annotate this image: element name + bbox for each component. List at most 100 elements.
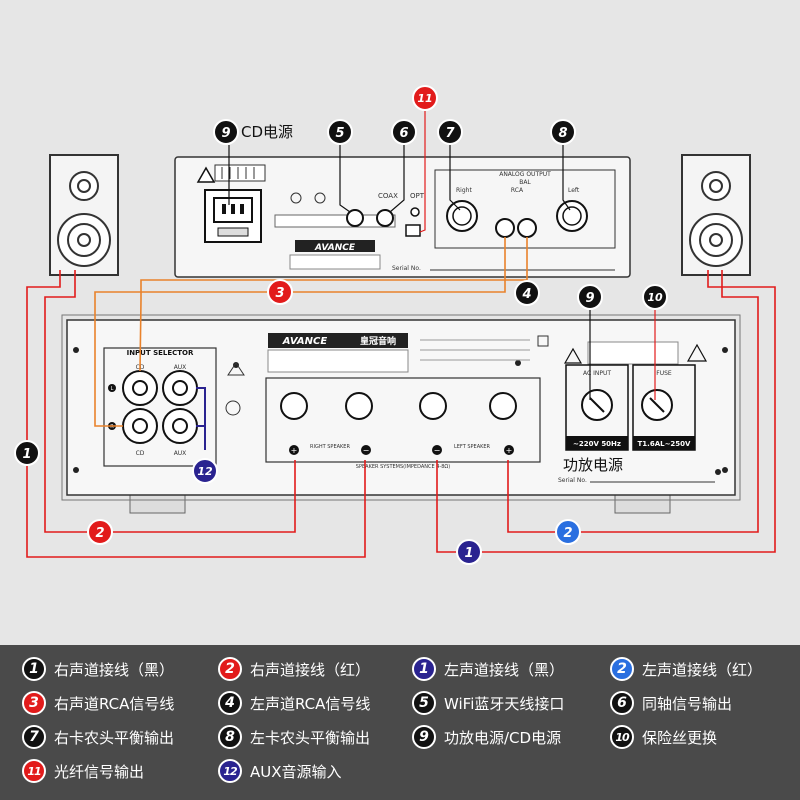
wire-left-red <box>507 270 759 533</box>
callout-11: 11 <box>412 85 438 111</box>
cd-power-label: CD电源 <box>241 123 293 141</box>
wire-right-black <box>26 270 366 558</box>
voltage-label: ~220V 50Hz <box>573 440 621 448</box>
svg-text:7: 7 <box>445 126 455 141</box>
callout-2-left-red: 2 <box>555 519 581 545</box>
svg-text:L: L <box>111 386 114 392</box>
svg-text:4: 4 <box>521 287 531 302</box>
wire-right-red <box>44 270 296 533</box>
legend: 1 右声道接线（黑） 2 右声道接线（红） 1 左声道接线（黑） 2 左声道接线… <box>0 645 800 800</box>
callout-12: 12 <box>192 458 218 484</box>
legend-item: 3 右声道RCA信号线 <box>22 690 174 716</box>
callout-2-right-red: 2 <box>87 519 113 545</box>
legend-text: 右声道RCA信号线 <box>54 694 175 713</box>
amp-brand-plate <box>268 333 408 348</box>
svg-text:1: 1 <box>464 546 473 561</box>
ground-icon <box>227 362 245 376</box>
callout-5: 5 <box>327 119 353 145</box>
svg-text:10: 10 <box>647 291 663 304</box>
svg-text:−: − <box>363 446 370 455</box>
callout-10: 10 <box>642 284 668 310</box>
rca-label: RCA <box>511 187 524 194</box>
dip-switch <box>214 164 266 182</box>
callout-8: 8 <box>550 119 576 145</box>
fuse-rating-label: T1.6AL~250V <box>638 440 692 448</box>
right-speaker-label: RIGHT SPEAKER <box>310 444 350 450</box>
legend-item: 9 功放电源/CD电源 <box>412 724 561 750</box>
left-speaker-label: LEFT SPEAKER <box>454 444 491 450</box>
legend-badge: 12 <box>218 759 242 783</box>
legend-text: 左声道RCA信号线 <box>250 694 371 713</box>
cd-player-panel: AVANCE COAX OPT ANALOG OUTPUT BAL RCA Ri… <box>174 156 631 278</box>
legend-text: 右声道接线（黑） <box>54 660 175 679</box>
tweeter-icon <box>69 171 99 201</box>
legend-badge: 5 <box>412 691 436 715</box>
legend-badge: 2 <box>218 657 242 681</box>
svg-text:+: + <box>291 446 298 455</box>
legend-badge: 1 <box>412 657 436 681</box>
svg-text:−: − <box>434 446 441 455</box>
right-speaker-positive-terminal <box>280 392 308 420</box>
svg-text:+: + <box>506 446 513 455</box>
wire-rca-left <box>139 237 528 372</box>
legend-text: 左声道接线（红） <box>642 660 763 679</box>
legend-item: 1 右声道接线（黑） <box>22 656 174 682</box>
warning-icon <box>196 166 216 183</box>
legend-text: 保险丝更换 <box>642 728 718 747</box>
optical-output-port <box>405 224 421 237</box>
callout-7: 7 <box>437 119 463 145</box>
rca-left-output <box>517 218 537 238</box>
recycle-icon <box>225 400 241 416</box>
coax-label: COAX <box>378 192 398 200</box>
legend-item: 6 同轴信号输出 <box>610 690 732 716</box>
callout-1-left-black: 1 <box>456 539 482 565</box>
wires <box>26 110 776 558</box>
legend-item: 1 左声道接线（黑） <box>412 656 564 682</box>
legend-text: 功放电源/CD电源 <box>444 728 562 747</box>
analog-output-label: ANALOG OUTPUT <box>499 171 551 178</box>
cd-rca-right-input <box>122 408 158 444</box>
amp-serial-label: Serial No. <box>558 477 587 484</box>
callout-3: 3 <box>267 279 293 305</box>
fuse-label: FUSE <box>656 370 672 377</box>
legend-item: 4 左声道RCA信号线 <box>218 690 370 716</box>
xlr-right-output <box>446 200 478 232</box>
right-label: Right <box>456 187 472 194</box>
left-speaker-positive-terminal <box>489 392 517 420</box>
cd-brand-plate <box>295 240 375 252</box>
ac-input-label: AC INPUT <box>583 370 611 377</box>
svg-text:8: 8 <box>558 126 567 141</box>
legend-item: 10 保险丝更换 <box>610 724 717 750</box>
amp-foot <box>614 492 671 514</box>
aux-input-label-top: AUX <box>174 364 187 371</box>
aux-rca-left-input <box>162 370 198 406</box>
svg-text:9: 9 <box>585 291 594 306</box>
cd-rca-left-input <box>122 370 158 406</box>
svg-text:6: 6 <box>399 126 408 141</box>
svg-text:3: 3 <box>275 286 284 301</box>
legend-badge: 1 <box>22 657 46 681</box>
left-label: Left <box>568 187 580 194</box>
legend-badge: 8 <box>218 725 242 749</box>
woofer-icon <box>57 213 111 267</box>
legend-badge: 3 <box>22 691 46 715</box>
cd-serial-label: Serial No. <box>392 265 421 272</box>
woofer-icon <box>689 213 743 267</box>
left-channel-marker <box>108 384 116 392</box>
wire-left-black <box>436 270 776 553</box>
legend-badge: 11 <box>22 759 46 783</box>
legend-badge: 4 <box>218 691 242 715</box>
tweeter-icon <box>701 171 731 201</box>
legend-badge: 2 <box>610 657 634 681</box>
aux-rca-right-input <box>162 408 198 444</box>
recycle-icon <box>290 192 302 204</box>
amp-brand: AVANCE <box>282 336 328 347</box>
warning-icon <box>686 343 708 362</box>
legend-item: 8 左卡农头平衡输出 <box>218 724 370 750</box>
legend-badge: 9 <box>412 725 436 749</box>
opt-label: OPT <box>410 192 425 200</box>
callout-9-amp: 9 <box>577 284 603 310</box>
legend-text: 左卡农头平衡输出 <box>250 728 371 747</box>
legend-text: WiFi蓝牙天线接口 <box>444 694 565 713</box>
ground-icon <box>314 192 326 204</box>
